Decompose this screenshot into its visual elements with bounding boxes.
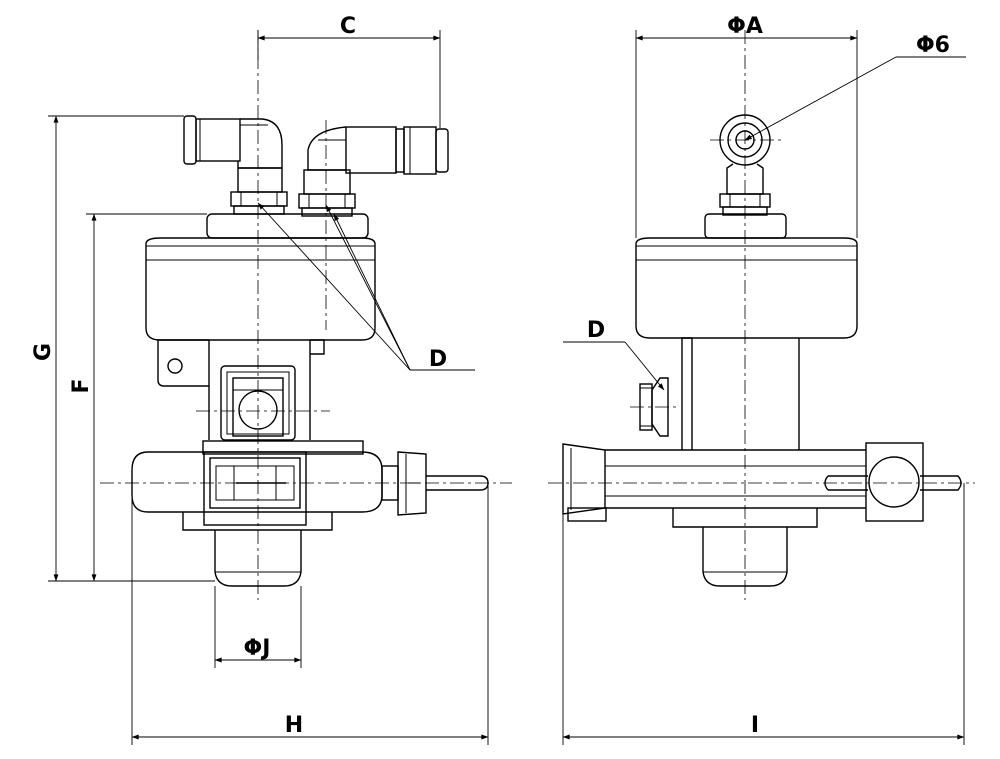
side-clamp-bar [562,443,866,522]
front-neck [208,340,311,440]
front-hex-port [220,365,296,441]
front-view [100,30,512,600]
front-right-elbow-fitting [298,126,449,217]
label-i: I [751,713,759,738]
label-phi-6: Φ6 [916,33,950,58]
label-f: F [69,378,94,393]
side-lower-body [672,508,818,528]
front-upper-flange [202,440,364,455]
label-d-front: D [429,347,447,372]
front-lower-body [182,512,333,531]
dimension-labels: C ΦA Φ6 G F D D ΦJ H I [31,14,950,738]
side-cylinder-body [635,237,858,339]
front-clamp-body [131,451,383,513]
front-left-elbow-fitting [183,115,288,215]
front-clamp-screw [381,451,489,516]
label-h: H [285,713,303,738]
label-g: G [31,343,56,361]
front-side-tab [157,339,209,387]
label-d-side: D [587,318,605,343]
label-phi-j: ΦJ [244,636,271,661]
front-cylinder-body [145,237,376,341]
side-neck [691,338,800,450]
dimension-lines [48,30,966,745]
side-top-cap [704,213,787,239]
label-c: C [340,14,356,39]
side-clamp-screw [824,442,962,522]
label-phi-a: ΦA [727,14,763,39]
front-clamp-window [203,451,307,526]
front-tab-hole [167,358,183,374]
side-view [548,30,975,600]
